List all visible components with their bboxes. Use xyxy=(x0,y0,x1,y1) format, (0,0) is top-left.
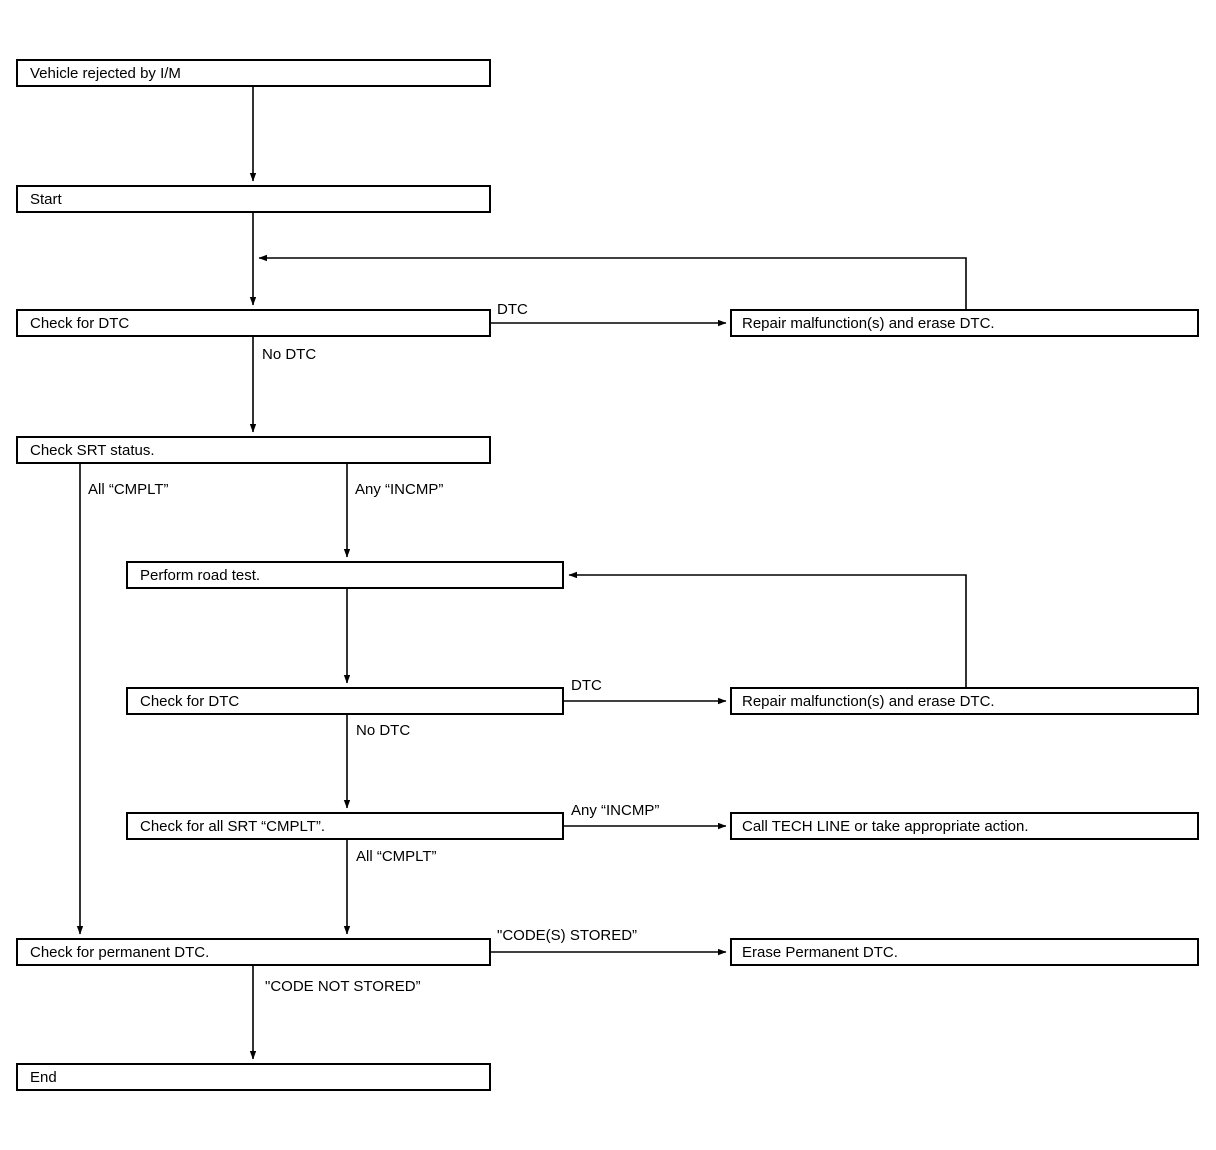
edge-label-dtc-2: DTC xyxy=(571,677,602,694)
node-label: Erase Permanent DTC. xyxy=(742,944,898,961)
edge-label-no-dtc-1: No DTC xyxy=(262,346,316,363)
edge-label-all-cmplt-2: All “CMPLT” xyxy=(356,848,437,865)
edge-label-code-not-stored: "CODE NOT STORED” xyxy=(265,978,421,995)
node-label: Repair malfunction(s) and erase DTC. xyxy=(742,693,995,710)
node-vehicle-rejected[interactable]: Vehicle rejected by I/M xyxy=(16,59,491,87)
node-road-test[interactable]: Perform road test. xyxy=(126,561,564,589)
node-label: Check for DTC xyxy=(140,693,239,710)
node-label: End xyxy=(30,1069,57,1086)
node-call-tech-line[interactable]: Call TECH LINE or take appropriate actio… xyxy=(730,812,1199,840)
edge-label-codes-stored: "CODE(S) STORED” xyxy=(497,927,637,944)
node-label: Check for all SRT “CMPLT”. xyxy=(140,818,325,835)
conn-repair2-feedback xyxy=(568,571,967,688)
node-label: Call TECH LINE or take appropriate actio… xyxy=(742,818,1029,835)
node-check-dtc-1[interactable]: Check for DTC xyxy=(16,309,491,337)
node-label: Start xyxy=(30,191,63,208)
edge-label-no-dtc-2: No DTC xyxy=(356,722,410,739)
node-label: Check SRT status. xyxy=(30,442,155,459)
conn-repair-feedback xyxy=(258,254,967,310)
edge-label-any-incmp-2: Any “INCMP” xyxy=(571,802,659,819)
node-check-srt[interactable]: Check SRT status. xyxy=(16,436,491,464)
node-end[interactable]: End xyxy=(16,1063,491,1091)
edge-label-all-cmplt-1: All “CMPLT” xyxy=(88,481,169,498)
node-label: Perform road test. xyxy=(140,567,260,584)
node-label: Check for DTC xyxy=(30,315,129,332)
node-layer: Vehicle rejected by I/M Start Check for … xyxy=(16,59,1199,1091)
node-label: Vehicle rejected by I/M xyxy=(30,65,181,82)
node-check-all-srt[interactable]: Check for all SRT “CMPLT”. xyxy=(126,812,564,840)
node-check-permanent[interactable]: Check for permanent DTC. xyxy=(16,938,491,966)
node-label: Check for permanent DTC. xyxy=(30,944,209,961)
node-start[interactable]: Start xyxy=(16,185,491,213)
node-repair-1[interactable]: Repair malfunction(s) and erase DTC. xyxy=(730,309,1199,337)
node-erase-permanent[interactable]: Erase Permanent DTC. xyxy=(730,938,1199,966)
node-check-dtc-2[interactable]: Check for DTC xyxy=(126,687,564,715)
node-repair-2[interactable]: Repair malfunction(s) and erase DTC. xyxy=(730,687,1199,715)
edge-label-any-incmp-1: Any “INCMP” xyxy=(355,481,443,498)
node-label: Repair malfunction(s) and erase DTC. xyxy=(742,315,995,332)
edge-label-dtc-1: DTC xyxy=(497,301,528,318)
edge-label-layer: DTC No DTC All “CMPLT” Any “INCMP” DTC N… xyxy=(88,301,659,995)
